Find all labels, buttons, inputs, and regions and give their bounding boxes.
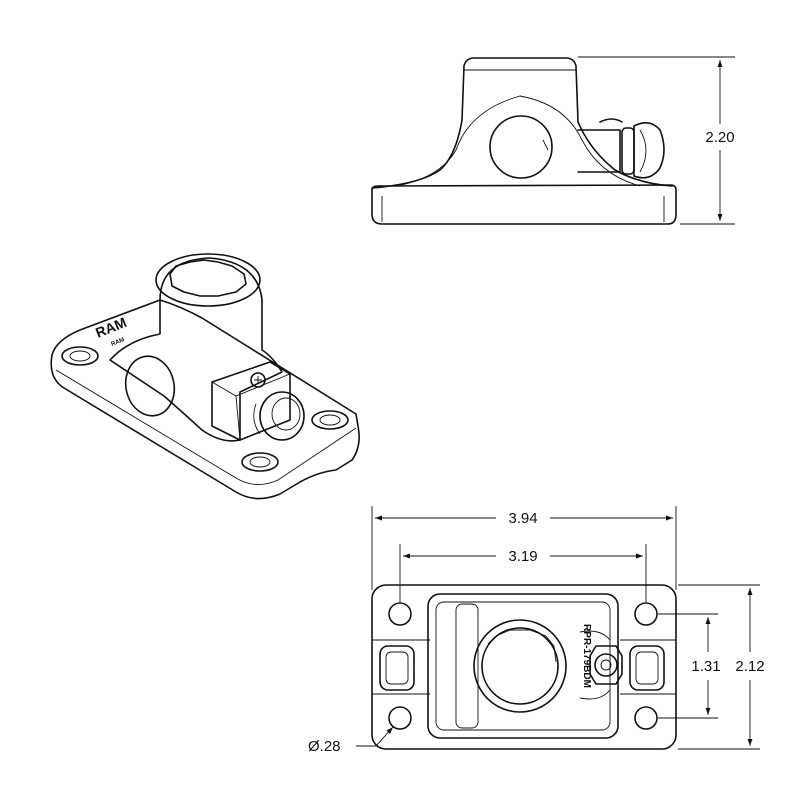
part-number: RPR-179BDM	[581, 624, 592, 688]
dimension-hole-spacing-length: 3.19	[399, 544, 647, 602]
hole-diameter-label: Ø.28	[308, 738, 341, 755]
side-height-label: 2.20	[705, 129, 734, 146]
iso-sub-logo: RAM	[111, 337, 126, 348]
hole-spacing-length-label: 3.19	[508, 548, 537, 565]
hole-spacing-width-label: 1.31	[691, 658, 720, 675]
dimension-hole-diameter: Ø.28	[308, 726, 394, 755]
top-view: RPR-179BDM	[371, 584, 677, 750]
dimension-side-height: 2.20	[578, 56, 735, 225]
overall-length-label: 3.94	[508, 510, 537, 527]
iso-logo: RAM	[93, 314, 129, 341]
dimension-hole-spacing-width: 1.31	[658, 613, 721, 719]
isometric-view: RAM RAM	[50, 253, 360, 500]
overall-width-label: 2.12	[735, 658, 764, 675]
dimension-overall-width: 2.12	[678, 584, 765, 750]
side-view	[371, 57, 677, 225]
dimension-overall-length: 3.94	[371, 506, 677, 590]
